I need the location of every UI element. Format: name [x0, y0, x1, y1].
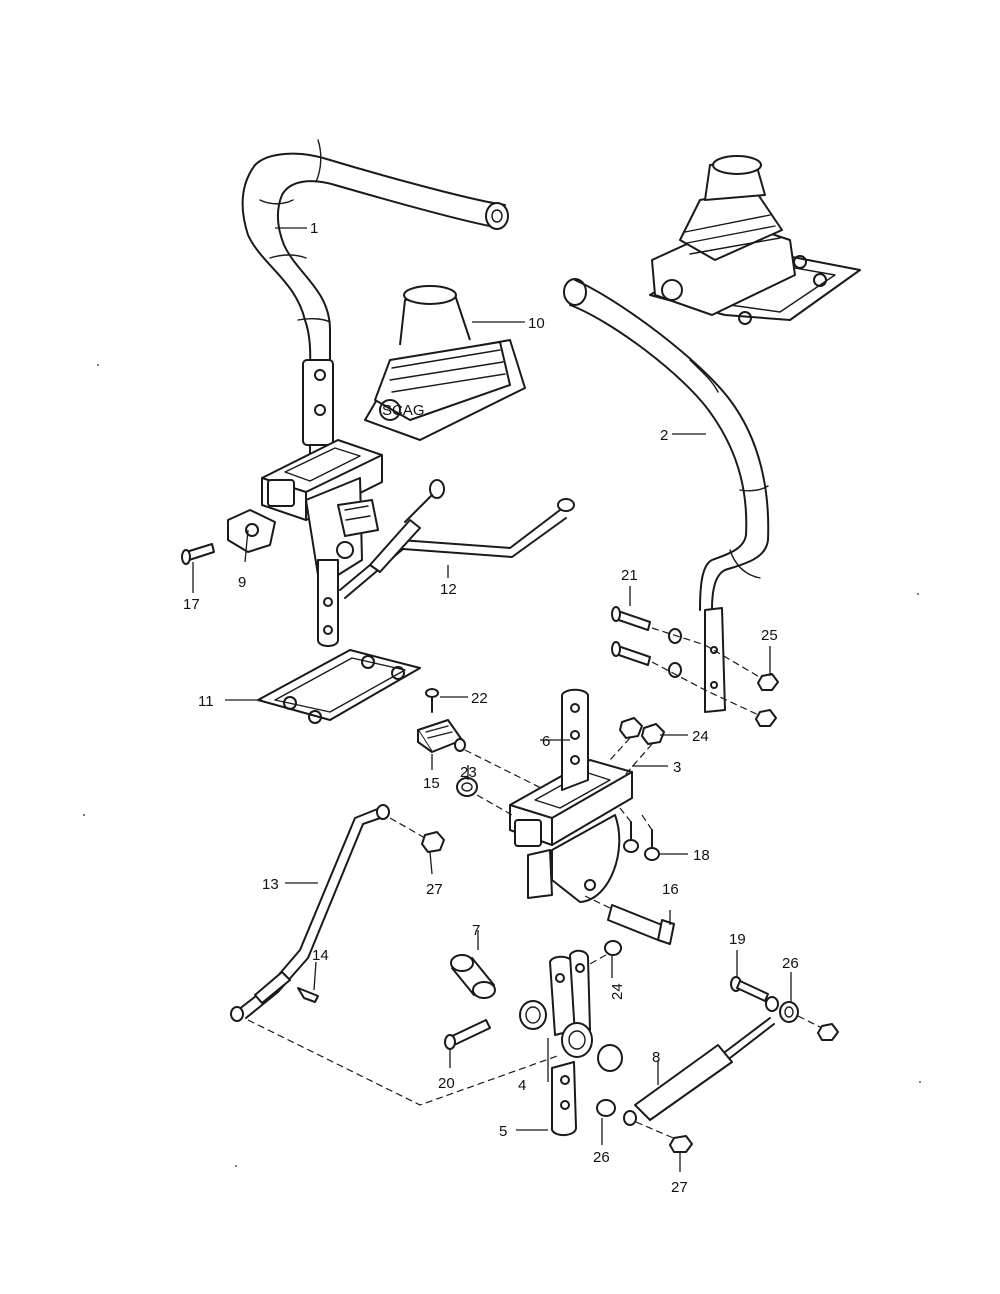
callout-22: 22: [471, 690, 488, 707]
part-16-pin: [584, 895, 675, 945]
part-27-nut-upper: [421, 831, 445, 853]
part-24-nuts-upper: [609, 717, 665, 776]
part-6-lever: [561, 688, 589, 791]
callout-13: 13: [262, 876, 279, 893]
callout-9: 9: [238, 574, 246, 591]
part-9-mount-block: [227, 509, 276, 553]
part-4-5-lever-assembly: [519, 949, 623, 1136]
part-21-bolts: [611, 606, 769, 719]
part-26-nut-lower: [596, 1099, 616, 1117]
part-23-nut: [456, 777, 513, 816]
callout-6: 6: [542, 733, 550, 750]
connector-leader-dash: [464, 749, 546, 791]
callout-11: 11: [198, 693, 214, 710]
scan-specks: [83, 364, 921, 1167]
callout-17: 17: [183, 596, 200, 613]
part-15-connector: [417, 719, 466, 753]
part-13-long-rod: [230, 804, 561, 1106]
left-control-bracket-assembly: [261, 439, 383, 647]
part-17-bolt: [181, 543, 215, 565]
callout-21: 21: [621, 567, 638, 584]
boot-logo-left: SCAG: [382, 402, 425, 419]
callout-19: 19: [729, 931, 746, 948]
part-10-control-boot-left: SCAG: [364, 285, 526, 441]
callout-15: 15: [423, 775, 440, 792]
callout-27-upper: 27: [426, 881, 443, 898]
callout-4: 4: [518, 1077, 526, 1094]
callout-1: 1: [310, 220, 318, 237]
callout-20: 20: [438, 1075, 455, 1092]
part-8-gas-spring: [623, 996, 779, 1141]
part-14-clip: [297, 987, 319, 1003]
part-22-screw: [425, 688, 439, 713]
part-1-left-handle: [241, 139, 509, 481]
part-2-right-handle: [563, 278, 770, 713]
callout-16: 16: [662, 881, 679, 898]
callout-26-lower: 26: [593, 1149, 610, 1166]
part-7-bushing: [450, 954, 496, 999]
callout-labels: 1 2 3 4 5 6 7 8 9 10 11 12 13 14 15 16 1…: [183, 220, 799, 1196]
callout-8: 8: [652, 1049, 660, 1066]
callout-3: 3: [673, 759, 681, 776]
callout-27-lower: 27: [671, 1179, 688, 1196]
callout-18: 18: [693, 847, 710, 864]
callout-14: 14: [312, 947, 329, 964]
part-18-bolts: [619, 807, 660, 861]
part-3-right-bracket: [509, 759, 633, 903]
callout-26-right: 26: [782, 955, 799, 972]
callout-25: 25: [761, 627, 778, 644]
part-27-nut-bottom: [669, 1135, 693, 1153]
callout-5: 5: [499, 1123, 507, 1140]
part-25-nuts: [755, 673, 779, 727]
part-27-nut-right: [817, 1023, 839, 1041]
callout-7: 7: [472, 922, 480, 939]
callout-24-upper: 24: [692, 728, 709, 745]
callout-12: 12: [440, 581, 457, 598]
part-11-gasket-plate: [257, 649, 421, 724]
part-19-bolt: [730, 976, 769, 1002]
part-12-linkage-rod: [339, 479, 575, 599]
callout-2: 2: [660, 427, 668, 444]
callout-23: 23: [460, 764, 477, 781]
control-boot-right: [649, 155, 861, 325]
part-24-washer-lower: [587, 940, 622, 966]
part-20-bolt: [444, 1019, 491, 1050]
part-26-nut-right: [779, 1001, 823, 1029]
callout-24-lower: 24: [609, 983, 626, 1000]
callout-10: 10: [528, 315, 545, 332]
leader-lines: [192, 227, 792, 1172]
